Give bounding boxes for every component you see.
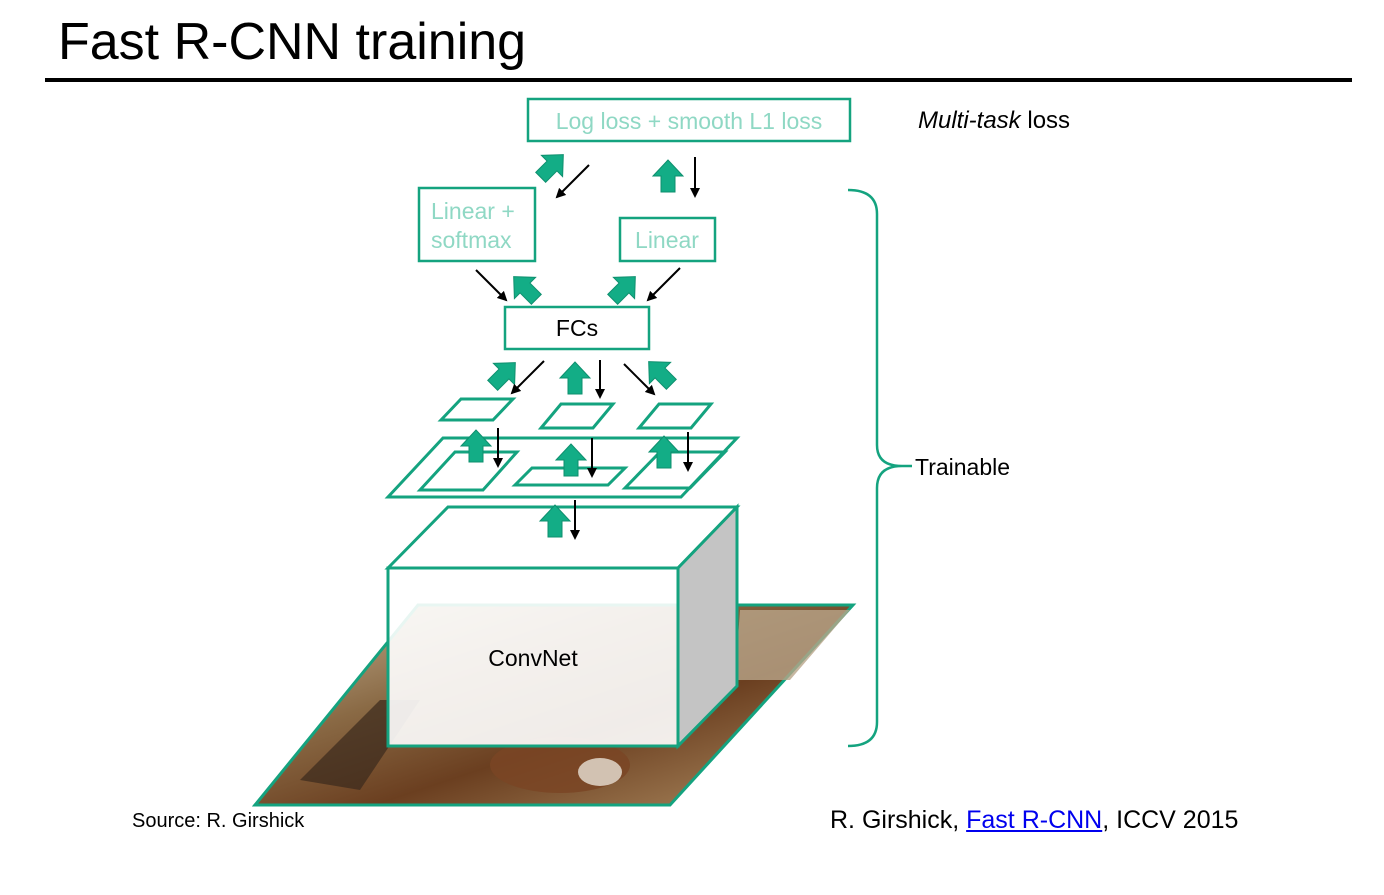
cls-head-label-line1: Linear + (431, 198, 515, 224)
citation: R. Girshick, Fast R-CNN, ICCV 2015 (830, 806, 1238, 835)
reg-head-label: Linear (635, 227, 699, 253)
convnet-block: ConvNet (384, 503, 741, 750)
reg-head-block: Linear (618, 216, 717, 263)
title-divider (45, 78, 1352, 82)
multi-task-italic: Multi-task (918, 107, 1021, 134)
roi-pooled-features (437, 397, 715, 430)
loss-label: Log loss + smooth L1 loss (556, 108, 823, 134)
cls-head-block: Linear + softmax (417, 186, 537, 263)
source-credit: Source: R. Girshick (132, 810, 305, 832)
fcs-block: FCs (503, 305, 651, 351)
multi-task-loss-label: Multi-task loss (918, 107, 1070, 135)
trainable-label: Trainable (915, 454, 1010, 480)
multi-task-rest: loss (1020, 107, 1071, 134)
trainable-bracket: Trainable (847, 188, 1010, 748)
citation-author: R. Girshick, (830, 806, 967, 834)
slide-title: Fast R-CNN training (58, 13, 527, 71)
backward-arrows (475, 157, 700, 540)
cls-head-label-line2: softmax (431, 227, 512, 253)
fast-rcnn-paper-link[interactable]: Fast R-CNN (966, 806, 1103, 834)
citation-venue: , ICCV 2015 (1102, 806, 1239, 834)
feature-map (384, 436, 741, 499)
loss-block: Log loss + smooth L1 loss (526, 97, 852, 143)
fcs-label: FCs (556, 315, 598, 341)
convnet-label: ConvNet (488, 645, 578, 671)
